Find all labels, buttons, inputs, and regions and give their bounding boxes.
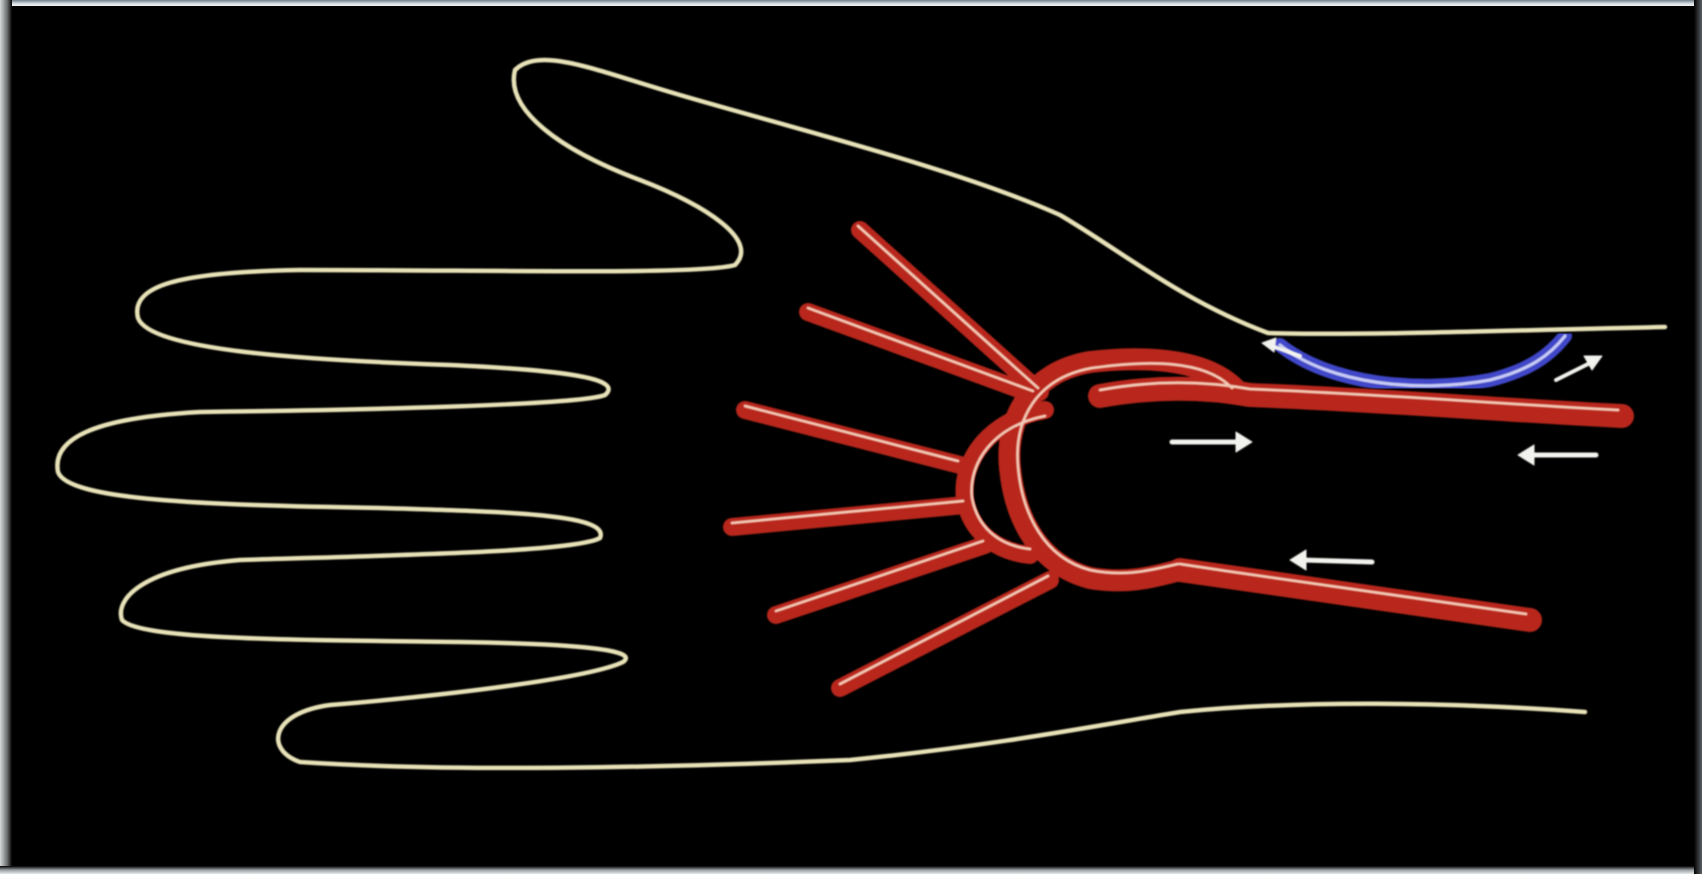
arrow-left-upper	[1518, 445, 1596, 465]
arrow-right-mid	[1172, 432, 1252, 452]
dorsal-vein-icon	[1280, 336, 1565, 386]
flow-arrow-icon	[1172, 338, 1602, 570]
artery-arch-icon	[732, 230, 1622, 688]
arrow-vein-right	[1556, 356, 1602, 380]
arrow-left-lower	[1290, 550, 1372, 570]
